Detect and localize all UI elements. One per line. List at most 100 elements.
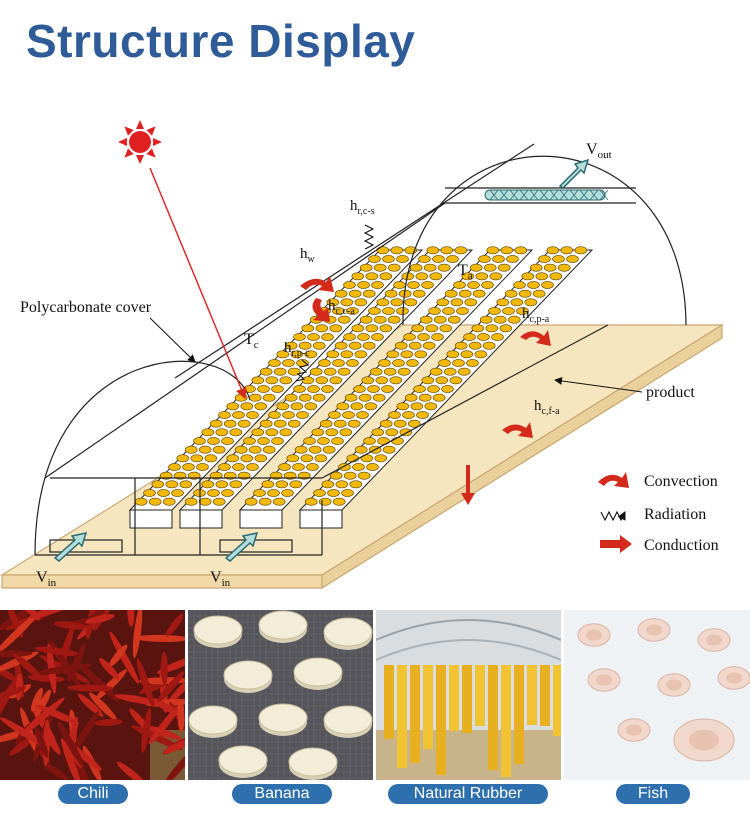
product-item: [257, 437, 270, 445]
product-item: [232, 411, 245, 419]
label-hrpc: hr,p-c: [284, 340, 310, 359]
product-item: [357, 281, 370, 289]
vout-arrow-icon: [558, 158, 590, 189]
convection-hcfa-icon: [502, 422, 533, 438]
product-item: [423, 263, 437, 272]
product-item: [363, 437, 376, 445]
product-item: [426, 246, 440, 255]
product-item: [232, 463, 245, 471]
product-item: [279, 376, 293, 385]
product-item: [254, 454, 268, 463]
eave-line: [44, 202, 446, 479]
product-item: [339, 428, 353, 437]
product-item: [510, 298, 524, 307]
legend-radiation: Radiation: [644, 506, 706, 523]
product-item: [417, 333, 430, 341]
product-item: [443, 367, 457, 376]
product-item: [387, 315, 401, 324]
product-item: [392, 359, 405, 367]
product-item: [500, 246, 514, 255]
product-item: [207, 489, 220, 497]
product-item: [413, 385, 426, 393]
fish-photo: [564, 610, 750, 780]
product-item: [354, 350, 368, 359]
product-item: [346, 359, 359, 367]
product-item: [352, 463, 365, 471]
product-item: [303, 437, 316, 445]
product-item: [393, 419, 407, 428]
product-item: [428, 307, 441, 315]
product-item: [272, 497, 286, 506]
product-item: [262, 445, 276, 454]
product-item: [379, 272, 393, 281]
label-vin-right: Vin: [210, 569, 231, 589]
product-item: [348, 341, 362, 350]
conduction-arrows: [461, 465, 632, 553]
product-item: [218, 463, 231, 471]
product-item: [276, 402, 290, 411]
product-item: [357, 333, 370, 341]
product-item: [333, 419, 347, 428]
product-item: [418, 393, 432, 402]
product-item: [390, 246, 404, 255]
product-item: [218, 411, 231, 419]
product-item: [176, 454, 190, 463]
label-vout: Vout: [586, 141, 612, 161]
product-item: [468, 341, 482, 350]
product-item: [317, 437, 330, 445]
product-item: [290, 350, 304, 359]
product-item: [371, 281, 384, 289]
product-item: [165, 480, 179, 489]
product-item: [307, 333, 320, 341]
product-item: [574, 246, 588, 255]
caption-natural-rubber: Natural Rubber: [388, 784, 548, 804]
product-item: [207, 437, 220, 445]
product-item: [212, 445, 226, 454]
product-item: [223, 419, 237, 428]
product-item: [293, 333, 306, 341]
product-item: [393, 281, 406, 289]
product-item: [552, 255, 565, 263]
product-item: [483, 263, 497, 272]
product-item: [463, 333, 476, 341]
outlet-vent-mesh: [484, 189, 609, 201]
product-item: [427, 385, 440, 393]
product-row: [178, 246, 474, 529]
product-item: [240, 402, 254, 411]
product-item: [543, 263, 557, 272]
label-ta: Ta: [458, 262, 473, 282]
product-item: [384, 289, 398, 298]
product-item: [506, 255, 519, 263]
product-item: [314, 454, 328, 463]
product-item: [294, 445, 308, 454]
product-item: [485, 324, 499, 333]
product-item: [482, 341, 496, 350]
label-tc: Tc: [244, 331, 259, 351]
product-item: [201, 428, 215, 437]
product-item: [313, 489, 326, 497]
product-item: [549, 272, 563, 281]
product-item: [449, 376, 463, 385]
product-item: [560, 246, 574, 255]
product-item: [168, 463, 181, 471]
product-item: [246, 411, 259, 419]
label-hw: hw: [300, 246, 316, 265]
product-item: [372, 393, 386, 402]
product-item: [292, 463, 305, 471]
product-item: [535, 272, 549, 281]
product-item: [456, 307, 469, 315]
label-polycarbonate-cover: Polycarbonate cover: [20, 299, 152, 316]
product-item: [406, 359, 419, 367]
product-item: [298, 393, 312, 402]
product-item: [529, 263, 543, 272]
product-item: [254, 402, 268, 411]
product-item: [257, 385, 270, 393]
banana-photo: [188, 610, 373, 780]
product-item: [253, 489, 266, 497]
product-item: [204, 454, 218, 463]
product-item: [171, 489, 184, 497]
product-item: [497, 263, 511, 272]
product-item: [489, 272, 503, 281]
product-item: [383, 367, 397, 376]
product-item: [431, 333, 444, 341]
